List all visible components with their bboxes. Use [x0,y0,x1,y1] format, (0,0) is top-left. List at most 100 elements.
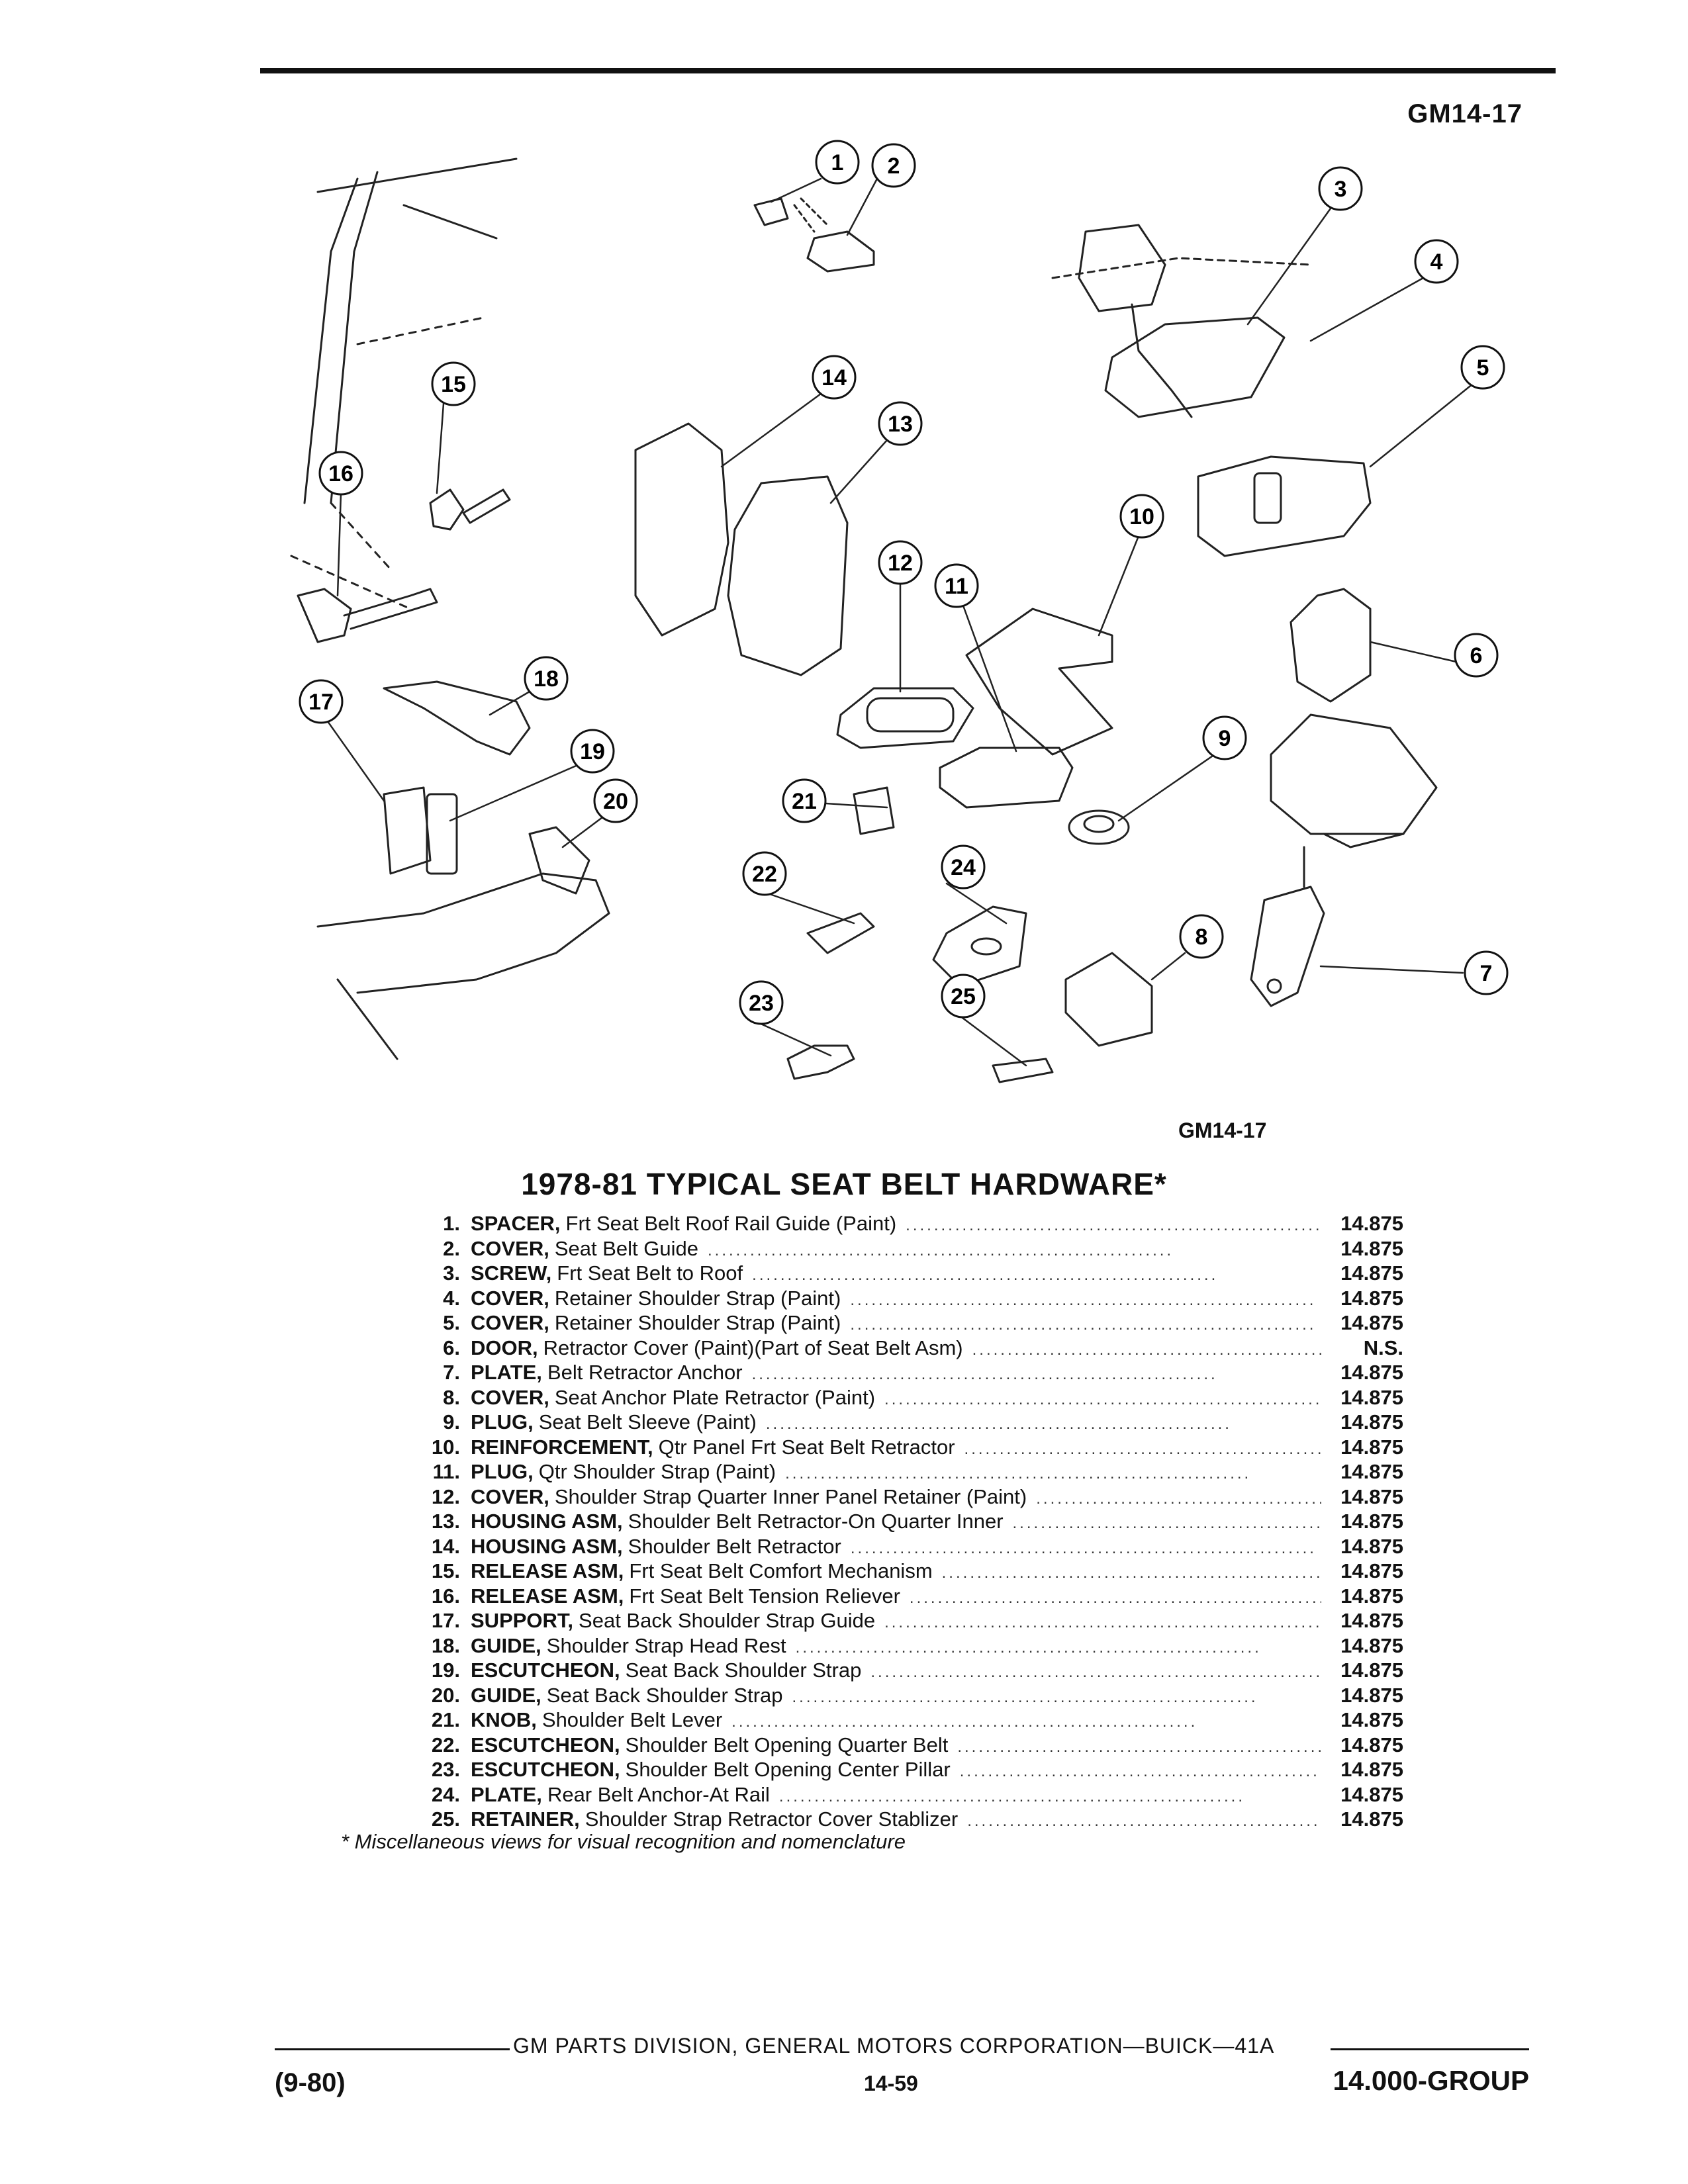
part-18-guide [383,680,531,756]
svg-text:7: 7 [1480,961,1493,986]
part-9-plug [1068,809,1130,845]
part-10-reinforcement [965,608,1113,756]
svg-text:3: 3 [1335,177,1347,202]
svg-text:6: 6 [1470,643,1483,668]
svg-text:2: 2 [888,154,900,179]
callout-20: 20 [593,778,638,823]
svg-text:1: 1 [831,150,844,175]
parts-list-item: 18.GUIDE,Shoulder Strap Head Rest.......… [431,1633,1403,1657]
callout-16: 16 [318,451,363,496]
svg-text:21: 21 [792,789,817,814]
svg-text:8: 8 [1196,925,1208,950]
callout-8: 8 [1179,914,1224,959]
part-16-release [297,588,352,643]
svg-text:11: 11 [945,574,968,599]
parts-list-item: 22.ESCUTCHEON,Shoulder Belt Opening Quar… [431,1733,1403,1756]
callout-3: 3 [1318,166,1363,211]
svg-text:20: 20 [603,789,628,814]
part-7-plate [1250,886,1325,1007]
callout-9: 9 [1202,715,1247,760]
leader-lines [326,177,1474,1067]
header-rule [260,68,1556,73]
parts-list-item: 17.SUPPORT,Seat Back Shoulder Strap Guid… [431,1609,1403,1632]
retractor-bracket [1078,224,1166,312]
parts-list-item: 25.RETAINER,Shoulder Strap Retractor Cov… [431,1807,1403,1831]
svg-text:14: 14 [821,365,847,390]
svg-text:16: 16 [328,461,353,486]
part-5-cover [1197,455,1372,557]
footer-group: 14.000-GROUP [1333,2065,1529,2096]
callout-6: 6 [1454,633,1499,678]
callout-2: 2 [871,143,916,188]
svg-text:24: 24 [951,855,976,880]
parts-diagram: 1 2 3 4 5 6 7 8 9 10 11 12 13 14 15 16 1… [290,140,1509,1083]
part-8-cover [1064,952,1153,1047]
parts-list-item: 4.COVER,Retainer Shoulder Strap (Paint).… [443,1286,1403,1310]
figure-code: GM14-17 [1178,1118,1267,1142]
parts-list: 1.SPACER,Frt Seat Belt Roof Rail Guide (… [410,1211,1403,1832]
part-15-release [429,488,465,531]
svg-text:22: 22 [752,862,777,887]
footer-publisher: GM PARTS DIVISION, GENERAL MOTORS CORPOR… [513,2034,1275,2058]
footer-rule-right [1331,2048,1529,2050]
page-title: 1978-81 TYPICAL SEAT BELT HARDWARE* [521,1167,1167,1201]
svg-text:18: 18 [534,666,559,692]
part-6-door [1289,588,1372,703]
svg-text:4: 4 [1430,250,1443,275]
svg-text:10: 10 [1129,504,1154,529]
callout-19: 19 [570,729,615,774]
part-23-escutcheon [786,1044,855,1080]
parts-list-item: 1.SPACER,Frt Seat Belt Roof Rail Guide (… [443,1212,1403,1235]
parts-list-item: 6.DOOR,Retractor Cover (Paint)(Part of S… [443,1336,1403,1359]
callout-13: 13 [878,401,923,446]
callout-24: 24 [941,844,986,889]
part-20-guide [528,826,590,895]
parts-list-item: 14.HOUSING ASM,Shoulder Belt Retractor..… [431,1534,1403,1558]
callout-18: 18 [524,656,569,701]
parts-list-item: 9.PLUG,Seat Belt Sleeve (Paint).........… [443,1410,1403,1433]
svg-text:5: 5 [1477,355,1489,381]
svg-text:12: 12 [888,551,913,576]
parts-list-item: 11.PLUG,Qtr Shoulder Strap (Paint)......… [432,1460,1403,1483]
svg-text:9: 9 [1219,726,1231,751]
callout-15: 15 [431,361,476,406]
callout-5: 5 [1460,345,1505,390]
svg-text:19: 19 [580,739,605,764]
callout-21: 21 [782,778,827,823]
part-12-cover [836,687,974,749]
parts-list-item: 10.REINFORCEMENT,Qtr Panel Frt Seat Belt… [431,1435,1403,1459]
part-14-housing [634,422,729,637]
svg-text:25: 25 [951,984,976,1009]
footer-rule-left [275,2048,510,2050]
callouts: 1 2 3 4 5 6 7 8 9 10 11 12 13 14 15 16 1… [299,140,1509,1025]
callout-25: 25 [941,974,986,1019]
parts-list-item: 5.COVER,Retainer Shoulder Strap (Paint).… [443,1311,1403,1334]
parts-list-item: 12.COVER,Shoulder Strap Quarter Inner Pa… [431,1484,1403,1508]
body-pillar-outline [303,158,518,504]
callout-4: 4 [1414,239,1459,284]
callout-10: 10 [1119,494,1164,539]
parts-list-item: 15.RELEASE ASM,Frt Seat Belt Comfort Mec… [431,1559,1403,1582]
svg-text:17: 17 [308,690,334,715]
svg-text:13: 13 [888,412,913,437]
part-25-retainer [992,1058,1054,1083]
parts-list-item: 19.ESCUTCHEON,Seat Back Shoulder Strap..… [431,1659,1403,1682]
parts-list-item: 13.HOUSING ASM,Shoulder Belt Retractor-O… [431,1510,1403,1533]
footnote: * Miscellaneous views for visual recogni… [341,1830,906,1853]
part-4-cover [1104,316,1286,418]
header-code: GM14-17 [1407,99,1523,128]
parts-list-item: 2.COVER,Seat Belt Guide.................… [443,1236,1403,1260]
part-24-plate [932,905,1027,987]
part-11-plug [939,747,1074,809]
callout-22: 22 [742,851,787,896]
svg-text:23: 23 [749,991,774,1016]
parts-list-item: 8.COVER,Seat Anchor Plate Retractor (Pai… [443,1385,1403,1409]
parts-list-item: 23.ESCUTCHEON,Shoulder Belt Opening Cent… [431,1758,1403,1781]
parts-list-item: 20.GUIDE,Seat Back Shoulder Strap.......… [431,1683,1403,1707]
part-2-cover [806,230,875,273]
parts-list-item: 3.SCREW,Frt Seat Belt to Roof...........… [443,1261,1403,1285]
callout-14: 14 [812,355,857,400]
parts-list-item: 21.KNOB,Shoulder Belt Lever.............… [431,1708,1403,1731]
callout-23: 23 [739,980,784,1025]
svg-text:15: 15 [441,372,466,397]
